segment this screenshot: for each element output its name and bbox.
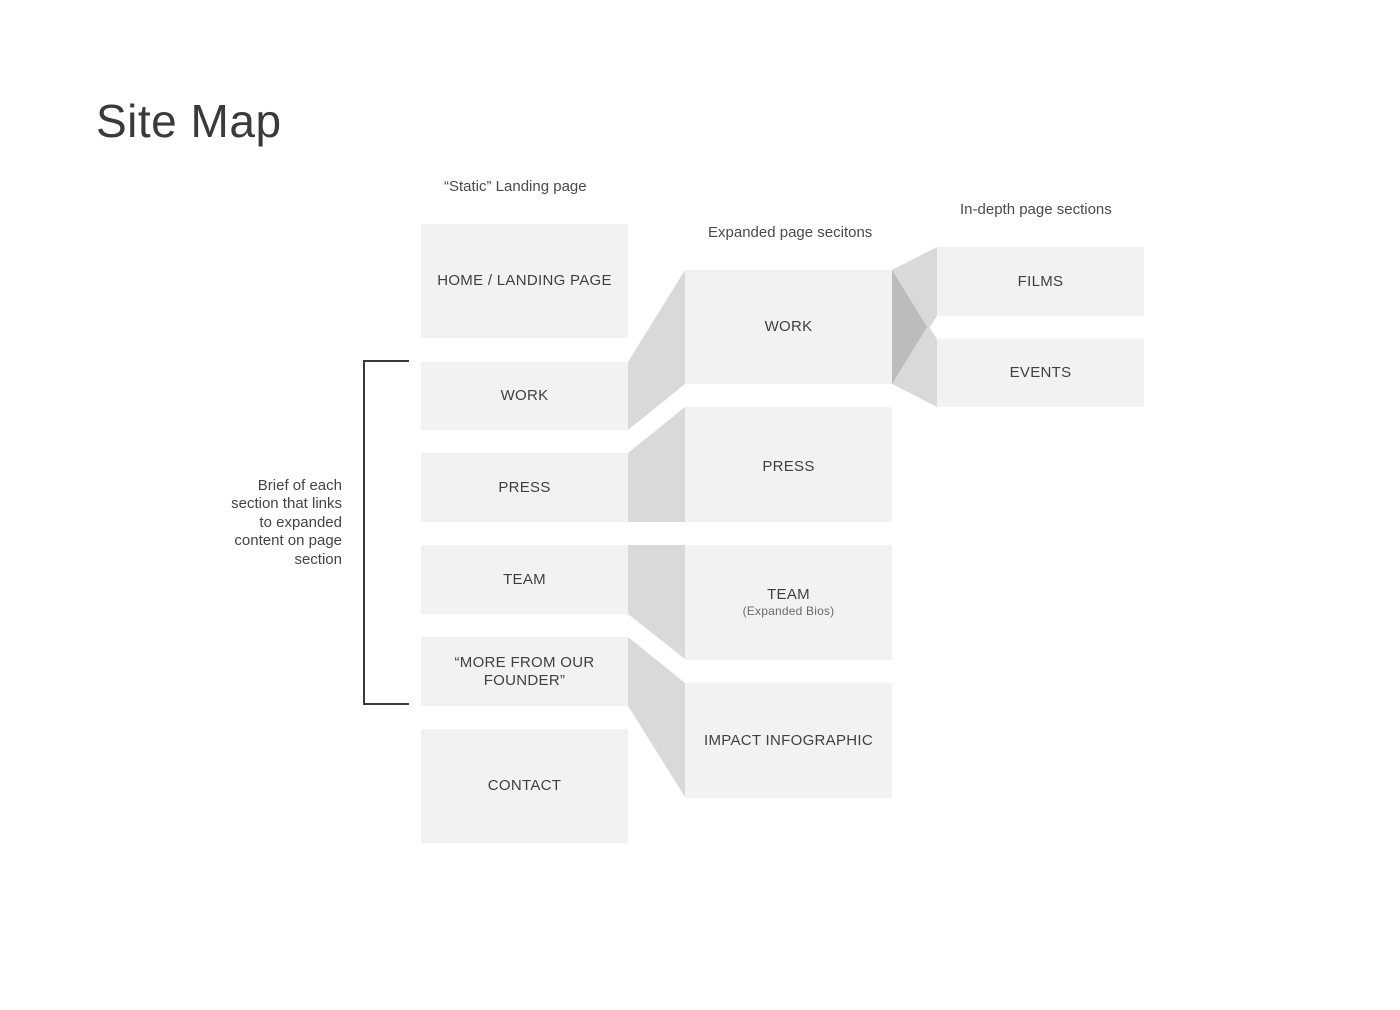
connector-founder-impact — [628, 637, 685, 797]
connector-press — [628, 407, 685, 522]
box-landing-team: TEAM — [421, 545, 628, 614]
connector-work — [628, 270, 685, 430]
box-label: HOME / LANDING PAGE — [437, 272, 612, 289]
box-expanded-team: TEAM (Expanded Bios) — [685, 545, 892, 660]
box-home-landing: HOME / LANDING PAGE — [421, 224, 628, 338]
box-label: WORK — [764, 318, 813, 335]
box-landing-founder: “MORE FROM OUR FOUNDER” — [421, 637, 628, 706]
column-heading-indepth: In-depth page sections — [960, 201, 1112, 218]
box-label: TEAM — [503, 570, 546, 588]
box-sublabel: (Expanded Bios) — [742, 604, 835, 618]
box-label: PRESS — [498, 478, 551, 496]
box-label: TEAM — [767, 586, 810, 603]
box-label: FILMS — [1017, 272, 1064, 290]
bracket-note: Brief of each section that links to expa… — [231, 477, 342, 568]
box-label: IMPACT INFOGRAPHIC — [703, 731, 874, 749]
box-expanded-press: PRESS — [685, 407, 892, 522]
box-landing-work: WORK — [421, 362, 628, 430]
column-heading-landing: “Static” Landing page — [444, 178, 587, 195]
grouping-bracket — [363, 360, 409, 705]
box-landing-contact: CONTACT — [421, 729, 628, 843]
box-landing-press: PRESS — [421, 453, 628, 522]
box-indepth-events: EVENTS — [937, 339, 1144, 407]
box-label: EVENTS — [1009, 364, 1072, 381]
box-label: “MORE FROM OUR FOUNDER” — [454, 653, 595, 689]
box-label: PRESS — [762, 458, 815, 475]
column-heading-expanded: Expanded page secitons — [708, 224, 873, 241]
connector-overlap — [892, 270, 927, 384]
box-label: CONTACT — [487, 777, 562, 794]
box-indepth-films: FILMS — [937, 247, 1144, 316]
page-title: Site Map — [96, 95, 282, 147]
box-expanded-work: WORK — [685, 270, 892, 384]
box-expanded-impact: IMPACT INFOGRAPHIC — [685, 683, 892, 798]
connector-team — [628, 545, 685, 659]
box-label: WORK — [500, 387, 549, 404]
